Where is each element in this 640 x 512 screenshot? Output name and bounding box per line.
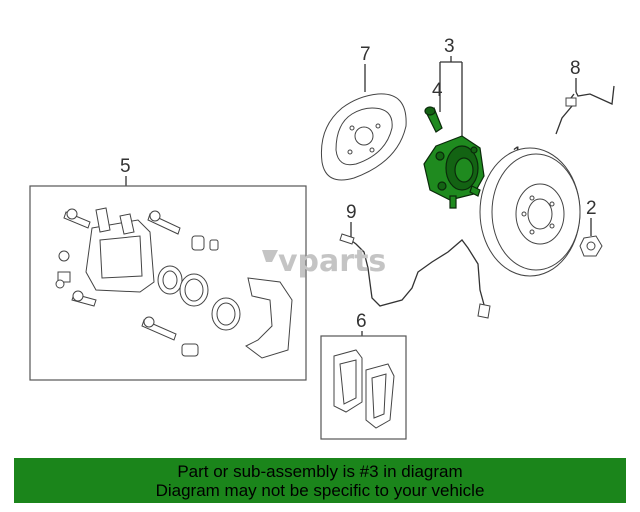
banner-line-1: Part or sub-assembly is #3 in diagram — [177, 461, 463, 481]
vparts-watermark: vparts — [262, 244, 386, 279]
hub-assembly[interactable] — [423, 135, 485, 209]
callout-4[interactable]: 4 — [432, 80, 443, 101]
banner-line-2: Diagram may not be specific to your vehi… — [155, 480, 485, 500]
brake-pad-box — [320, 335, 407, 440]
caliper-kit-box — [29, 185, 307, 381]
callout-9[interactable]: 9 — [346, 202, 357, 223]
callout-5[interactable]: 5 — [120, 156, 131, 177]
callout-6[interactable]: 6 — [356, 311, 367, 332]
vparts-logo-mark — [262, 250, 278, 262]
brake-rotor — [479, 147, 581, 277]
abs-sensor-wire — [339, 233, 491, 319]
brake-hose — [555, 85, 615, 135]
hub-bolt[interactable] — [424, 106, 443, 133]
watermark-text: vparts — [278, 244, 386, 279]
callout-8[interactable]: 8 — [570, 58, 581, 79]
leader-lines — [125, 56, 592, 336]
info-banner: Part or sub-assembly is #3 in diagram Di… — [14, 458, 626, 503]
lug-nut — [579, 235, 603, 257]
callout-2[interactable]: 2 — [586, 198, 597, 219]
callout-3[interactable]: 3 — [444, 36, 455, 57]
dust-shield — [320, 93, 407, 181]
callout-7[interactable]: 7 — [360, 44, 371, 65]
